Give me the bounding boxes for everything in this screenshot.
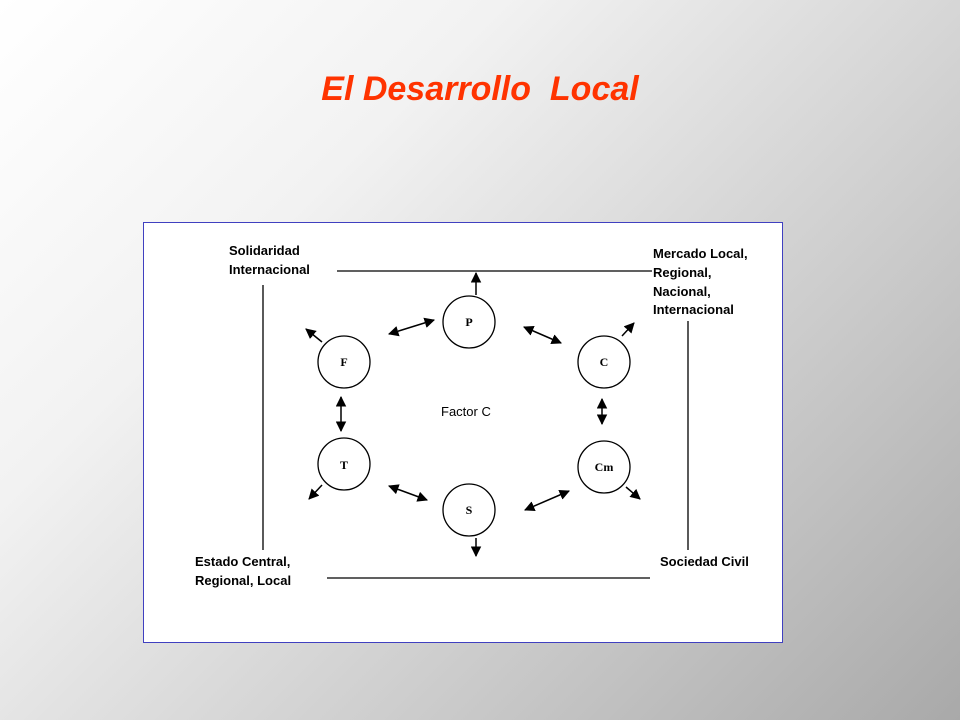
node-c-label: C (600, 355, 609, 369)
arrow-f-out (305, 328, 323, 343)
label-solidaridad-line-2: Internacional (229, 262, 310, 277)
label-solidaridad-line-1: Solidaridad (229, 243, 300, 258)
label-mercado: Mercado Local, Regional, Nacional, Inter… (653, 246, 751, 317)
slide-title: El Desarrollo Local (321, 70, 639, 108)
label-sociedad-civil: Sociedad Civil (660, 554, 749, 569)
diagram-frame: P C Cm S T F (143, 222, 783, 643)
node-p: P (442, 295, 496, 349)
node-f: F (317, 335, 371, 389)
label-mercado-line-3: Nacional, (653, 284, 711, 299)
center-label: Factor C (441, 404, 491, 419)
node-t: T (317, 437, 371, 491)
label-mercado-line-2: Regional, (653, 265, 712, 280)
frame-lines (262, 270, 689, 579)
label-mercado-line-4: Internacional (653, 302, 734, 317)
label-estado-line-1: Estado Central, (195, 554, 290, 569)
node-t-label: T (340, 458, 348, 472)
arrow-c-out (621, 322, 635, 337)
arrow-cm-out (625, 486, 641, 500)
label-mercado-line-1: Mercado Local, (653, 246, 748, 261)
label-estado: Estado Central, Regional, Local (195, 554, 294, 588)
arrow-p-c (523, 325, 562, 345)
node-f-label: F (340, 355, 347, 369)
arrow-cm-s (524, 489, 570, 512)
arrow-t-out (308, 484, 323, 500)
arrow-s-t (388, 484, 428, 502)
label-solidaridad-internacional: Solidaridad Internacional (229, 243, 310, 277)
node-s-label: S (466, 503, 473, 517)
node-cm: Cm (577, 440, 631, 494)
label-estado-line-2: Regional, Local (195, 573, 291, 588)
node-s: S (442, 483, 496, 537)
node-c: C (577, 335, 631, 389)
node-p-label: P (465, 315, 472, 329)
node-cm-label: Cm (595, 460, 614, 474)
arrow-f-p (387, 317, 436, 337)
